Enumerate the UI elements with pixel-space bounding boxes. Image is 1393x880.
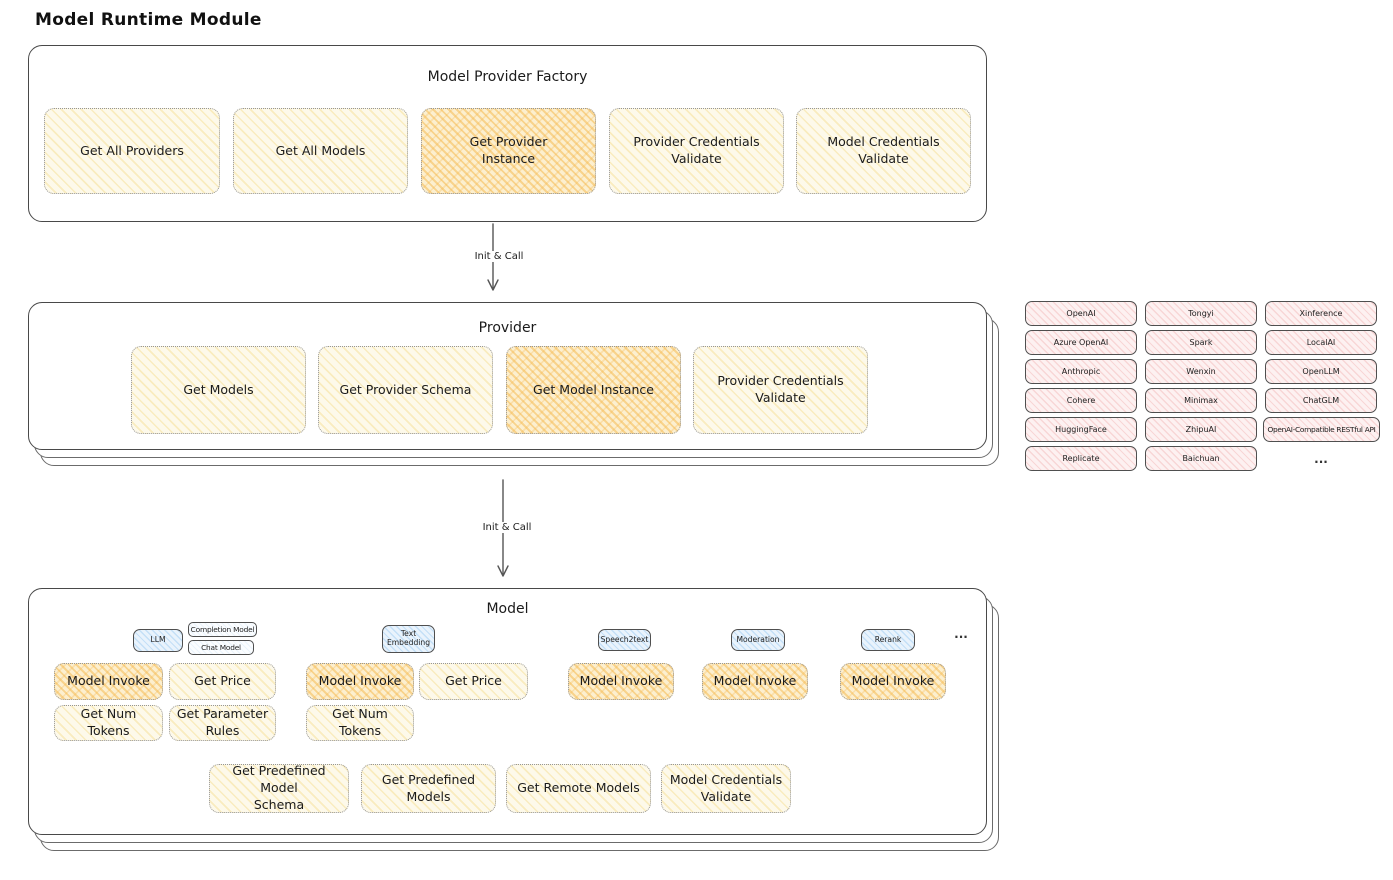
provider-chip-openai: OpenAI [1025, 301, 1137, 326]
provider-chip-baichuan: Baichuan [1145, 446, 1257, 471]
provider-chip-localai: LocalAI [1265, 330, 1377, 355]
model-box: Model LLM Completion Model Chat Model Te… [28, 588, 987, 835]
node-get-predefined-model-schema: Get Predefined Model Schema [209, 763, 349, 813]
tab-moderation: Moderation [731, 629, 785, 651]
provider-chips-more-ellipsis: ... [1314, 451, 1328, 466]
provider-chip-huggingface: HuggingFace [1025, 417, 1137, 442]
node-get-model-instance: Get Model Instance [506, 346, 681, 434]
factory-title: Model Provider Factory [427, 69, 588, 85]
node-label: Model Credentials Validate [669, 771, 783, 804]
provider-chip-cohere: Cohere [1025, 388, 1137, 413]
diagram-title: Model Runtime Module [35, 10, 262, 30]
node-label: Get Model Instance [533, 381, 654, 397]
node-get-predefined-models: Get Predefined Models [361, 764, 496, 813]
node-label: Model Invoke [318, 673, 402, 689]
provider-chip-openai-compatible-restful-api: OpenAI-Compatible RESTful API [1263, 417, 1380, 442]
provider-chip-tongyi: Tongyi [1145, 301, 1257, 326]
node-label: Get Provider Schema [339, 381, 472, 397]
node-llm-get-parameter-rules: Get Parameter Rules [169, 705, 276, 741]
node-label: Provider Credentials Validate [633, 134, 760, 166]
provider-chip-anthropic: Anthropic [1025, 359, 1137, 384]
node-llm-get-price: Get Price [169, 663, 276, 700]
node-label: Get Predefined Model Schema [232, 763, 326, 812]
provider-chip-chatglm: ChatGLM [1265, 388, 1377, 413]
node-moderation-model-invoke: Model Invoke [702, 663, 808, 700]
provider-box: Provider Get Models Get Provider Schema … [28, 302, 987, 450]
tab-text-embedding: Text Embedding [382, 625, 435, 653]
node-label: Get Num Tokens [332, 706, 388, 738]
node-get-all-models: Get All Models [233, 108, 408, 194]
tab-chat-model: Chat Model [188, 640, 254, 655]
node-text-embedding-get-price: Get Price [419, 663, 528, 700]
node-get-models: Get Models [131, 346, 306, 434]
tab-llm: LLM [133, 629, 183, 652]
node-rerank-model-invoke: Model Invoke [840, 663, 946, 700]
provider-chip-replicate: Replicate [1025, 446, 1137, 471]
node-label: Get Models [183, 381, 254, 397]
node-label: Get Provider Instance [469, 134, 548, 166]
node-get-provider-instance: Get Provider Instance [421, 108, 596, 194]
node-llm-get-num-tokens: Get Num Tokens [54, 705, 163, 741]
node-provider-credentials-validate: Provider Credentials Validate [609, 108, 784, 194]
node-get-remote-models: Get Remote Models [506, 764, 651, 813]
node-label: Get Num Tokens [80, 706, 137, 738]
provider-chip-xinference: Xinference [1265, 301, 1377, 326]
node-label: Provider Credentials Validate [717, 373, 844, 405]
node-label: Get Price [445, 673, 502, 689]
node-label: Model Credentials Validate [827, 134, 940, 166]
node-label: Model Invoke [67, 673, 150, 689]
node-text-embedding-model-invoke: Model Invoke [306, 663, 414, 700]
node-label: Get Parameter Rules [176, 706, 269, 738]
node-label: Model Invoke [851, 673, 935, 689]
provider-title: Provider [478, 320, 537, 336]
node-model-credentials-validate: Model Credentials Validate [796, 108, 971, 194]
node-label: Model Invoke [579, 673, 663, 689]
node-get-provider-schema: Get Provider Schema [318, 346, 493, 434]
node-label: Model Invoke [713, 673, 797, 689]
node-label: Get Remote Models [517, 780, 640, 796]
node-provider-credentials-validate-2: Provider Credentials Validate [693, 346, 868, 434]
tab-speech2text: Speech2text [598, 629, 651, 651]
tab-rerank: Rerank [861, 629, 915, 651]
provider-chip-spark: Spark [1145, 330, 1257, 355]
provider-chip-minimax: Minimax [1145, 388, 1257, 413]
tabs-more-ellipsis: ... [954, 627, 968, 641]
node-label: Get Predefined Models [381, 771, 476, 804]
model-title: Model [486, 601, 529, 617]
node-get-all-providers: Get All Providers [44, 108, 220, 194]
node-text-embedding-get-num-tokens: Get Num Tokens [306, 705, 414, 741]
node-label: Get All Models [275, 142, 366, 158]
node-label: Get Price [194, 673, 251, 689]
node-model-credentials-validate-2: Model Credentials Validate [661, 764, 791, 813]
arrow-label-init-call-2: Init & Call [470, 522, 544, 533]
provider-chip-openllm: OpenLLM [1265, 359, 1377, 384]
node-speech2text-model-invoke: Model Invoke [568, 663, 674, 700]
tab-completion-model: Completion Model [188, 622, 257, 637]
provider-chip-wenxin: Wenxin [1145, 359, 1257, 384]
provider-chip-azure-openai: Azure OpenAI [1025, 330, 1137, 355]
arrow-label-init-call-1: Init & Call [462, 251, 536, 262]
provider-chip-grid: OpenAI Tongyi Xinference Azure OpenAI Sp… [1025, 301, 1380, 471]
provider-chip-zhipuai: ZhipuAI [1145, 417, 1257, 442]
node-label: Get All Providers [80, 142, 184, 158]
factory-box: Model Provider Factory Get All Providers… [28, 45, 987, 222]
node-llm-model-invoke: Model Invoke [54, 663, 163, 700]
